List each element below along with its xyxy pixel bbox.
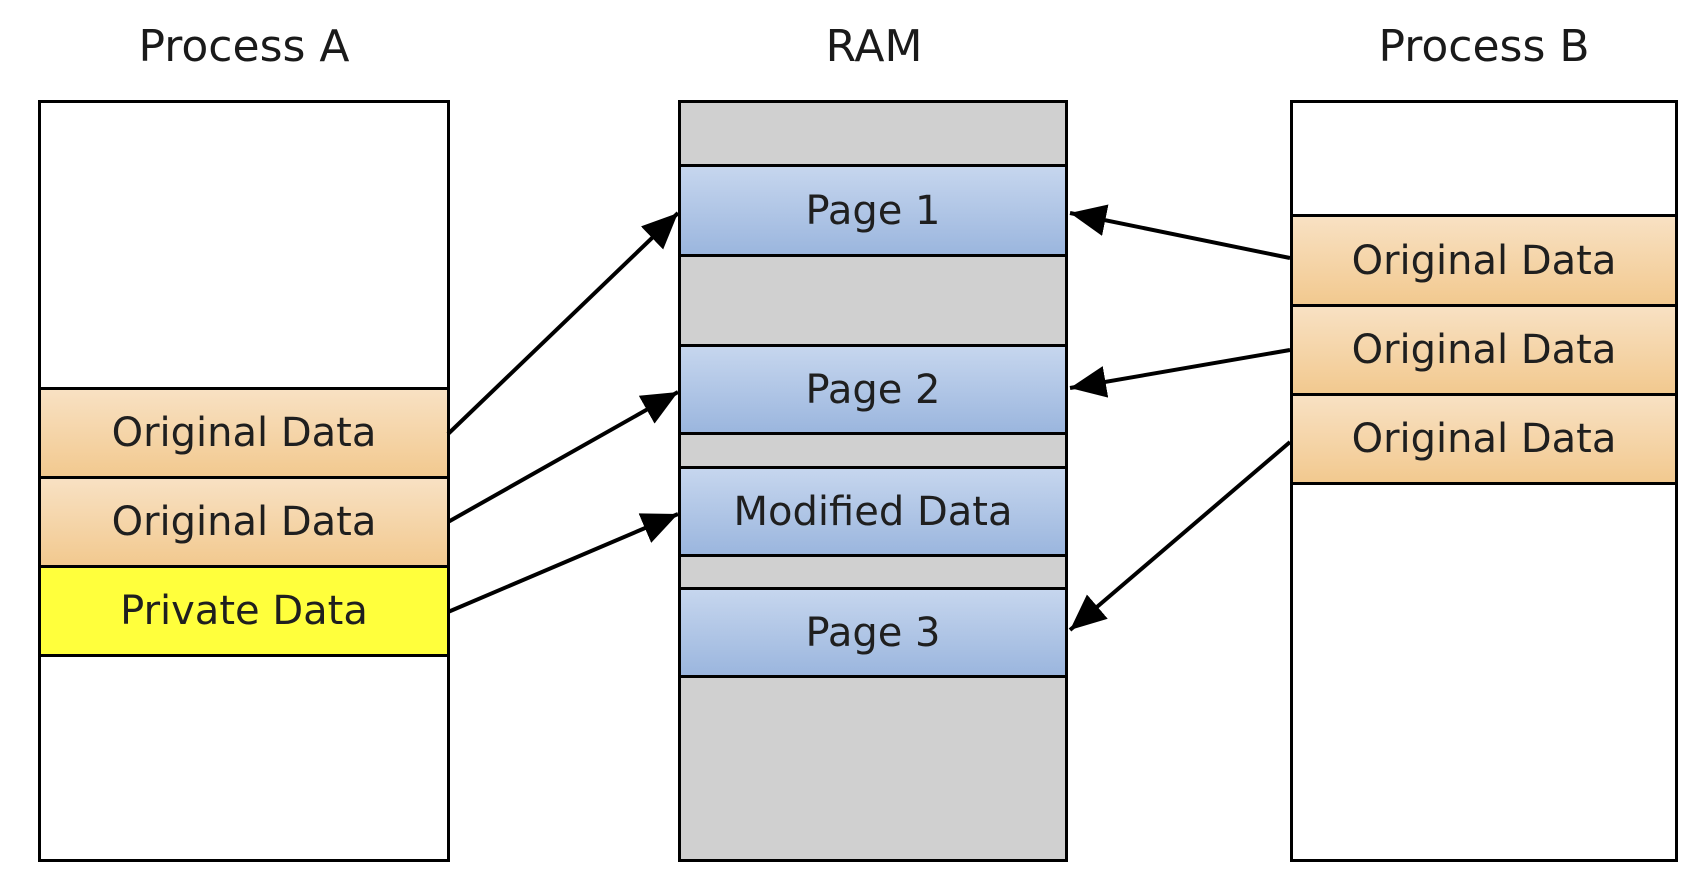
arrow-b1-to-page-1 [1069,204,1291,260]
arrow-b3-to-page-3 [1068,440,1292,632]
ram-memory: Page 1 Page 2 Modified Data Page 3 [678,100,1068,862]
process-b-original-data-2: Original Data [1293,304,1675,396]
process-a-title: Process A [138,21,350,72]
process-a-memory: Original Data Original Data Private Data [38,100,450,862]
page-label: Modified Data [733,488,1013,535]
process-a-original-data-2: Original Data [41,476,447,568]
arrow-b2-to-page-2 [1069,348,1291,398]
segment-label: Original Data [111,499,377,545]
ram-title: RAM [825,21,923,72]
segment-label: Original Data [1351,327,1617,373]
segment-label: Original Data [111,410,377,456]
process-a-original-data-1: Original Data [41,387,447,479]
ram-page-1: Page 1 [681,164,1065,257]
segment-label: Private Data [120,588,368,634]
segment-label: Original Data [1351,416,1617,462]
segment-label: Original Data [1351,237,1617,284]
page-label: Page 2 [805,366,941,413]
process-b-original-data-3: Original Data [1293,393,1675,485]
ram-modified-data: Modified Data [681,466,1065,557]
ram-page-3: Page 3 [681,587,1065,678]
process-b-title: Process B [1378,21,1590,72]
arrow-a2-to-page-2 [447,390,679,524]
page-label: Page 3 [805,609,941,656]
process-a-private-data: Private Data [41,565,447,657]
page-label: Page 1 [805,187,941,234]
process-b-memory: Original Data Original Data Original Dat… [1290,100,1678,862]
ram-page-2: Page 2 [681,344,1065,435]
arrow-a1-to-page-1 [446,211,680,436]
arrow-a3-to-modified-data [447,512,679,614]
